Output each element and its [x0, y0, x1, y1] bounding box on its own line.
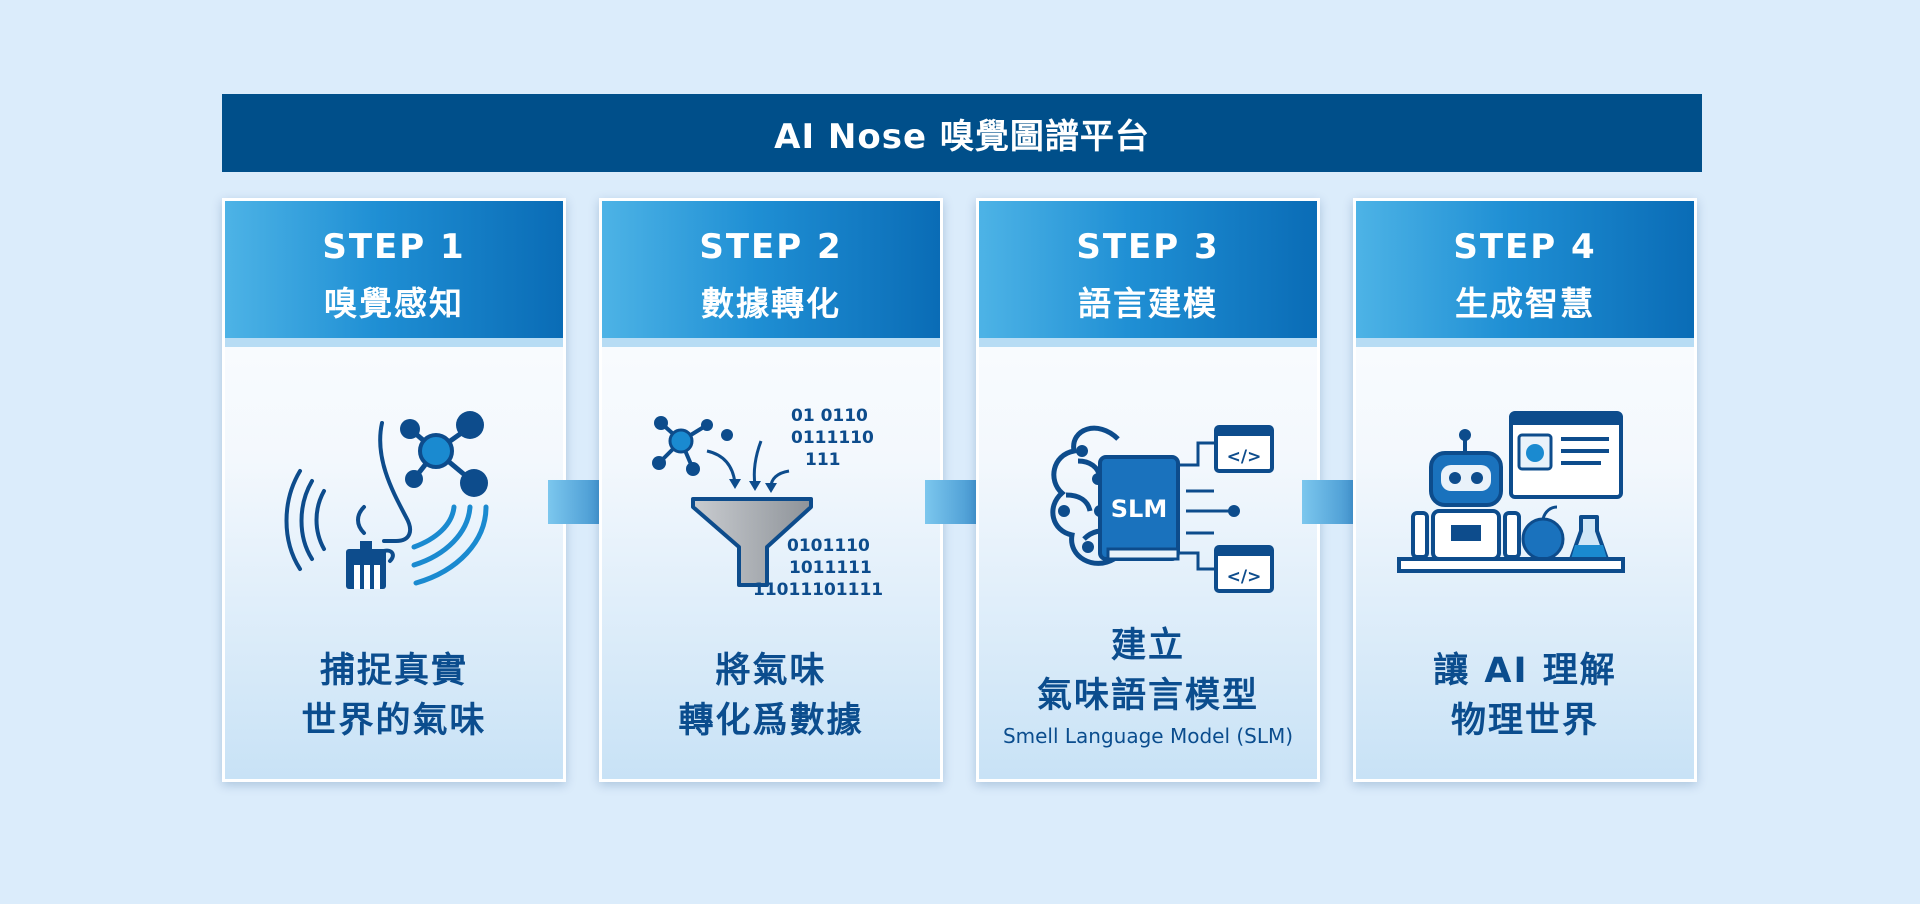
desc-line: 建立	[1110, 626, 1185, 666]
desc-line: 轉化爲數據	[678, 701, 864, 741]
step-title: 語言建模	[1078, 284, 1218, 323]
step-description: 建立 氣味語言模型 Smell Language Model (SLM)	[979, 621, 1317, 751]
step-description: 捕捉真實 世界的氣味	[225, 646, 563, 746]
step-title: 生成智慧	[1455, 284, 1595, 323]
step-description: 讓 AI 理解 物理世界	[1356, 646, 1694, 746]
binary-text: 11011101111	[753, 580, 883, 600]
brain-book-icon: SLM </> </>	[1050, 425, 1274, 593]
step-label: STEP 2	[699, 227, 843, 267]
step-card-1: STEP 1 嗅覺感知	[222, 198, 566, 782]
step-card-3: STEP 3 語言建模 SLM	[976, 198, 1320, 782]
binary-text: 0111110	[791, 428, 874, 448]
slm-label: SLM	[1111, 495, 1167, 523]
binary-text: 1011111	[789, 558, 872, 578]
step-card-4: STEP 4 生成智慧	[1353, 198, 1697, 782]
desc-subtitle: Smell Language Model (SLM)	[1002, 724, 1294, 748]
code-label: </>	[1227, 447, 1262, 467]
step-title: 數據轉化	[701, 284, 841, 323]
platform-title: AI Nose 嗅覺圖譜平台	[222, 94, 1702, 172]
desc-line: 世界的氣味	[301, 701, 487, 741]
step-header-1: STEP 1 嗅覺感知	[225, 201, 563, 347]
desc-line: 捕捉真實	[319, 651, 468, 691]
code-label: </>	[1227, 567, 1262, 587]
step-label: STEP 1	[322, 227, 466, 267]
nose-sensor-icon	[284, 411, 489, 589]
step-header-2: STEP 2 數據轉化	[602, 201, 940, 347]
step-label: STEP 4	[1453, 227, 1597, 267]
robot-icon	[1397, 411, 1625, 573]
desc-line: 將氣味	[715, 651, 827, 691]
data-funnel-icon: 01 0110 0111110 111 0101110 1011111 1101…	[652, 406, 883, 600]
step-header-4: STEP 4 生成智慧	[1356, 201, 1694, 347]
step-label: STEP 3	[1076, 227, 1220, 267]
step-card-2: STEP 2 數據轉化	[599, 198, 943, 782]
step-description: 將氣味 轉化爲數據	[602, 646, 940, 746]
desc-line: 物理世界	[1450, 701, 1599, 741]
binary-text: 0101110	[787, 536, 870, 556]
step-title: 嗅覺感知	[324, 284, 464, 323]
desc-line: 讓 AI 理解	[1433, 651, 1617, 691]
step-header-3: STEP 3 語言建模	[979, 201, 1317, 347]
desc-line: 氣味語言模型	[1036, 676, 1259, 716]
binary-text: 01 0110	[791, 406, 868, 426]
binary-text: 111	[805, 450, 841, 470]
